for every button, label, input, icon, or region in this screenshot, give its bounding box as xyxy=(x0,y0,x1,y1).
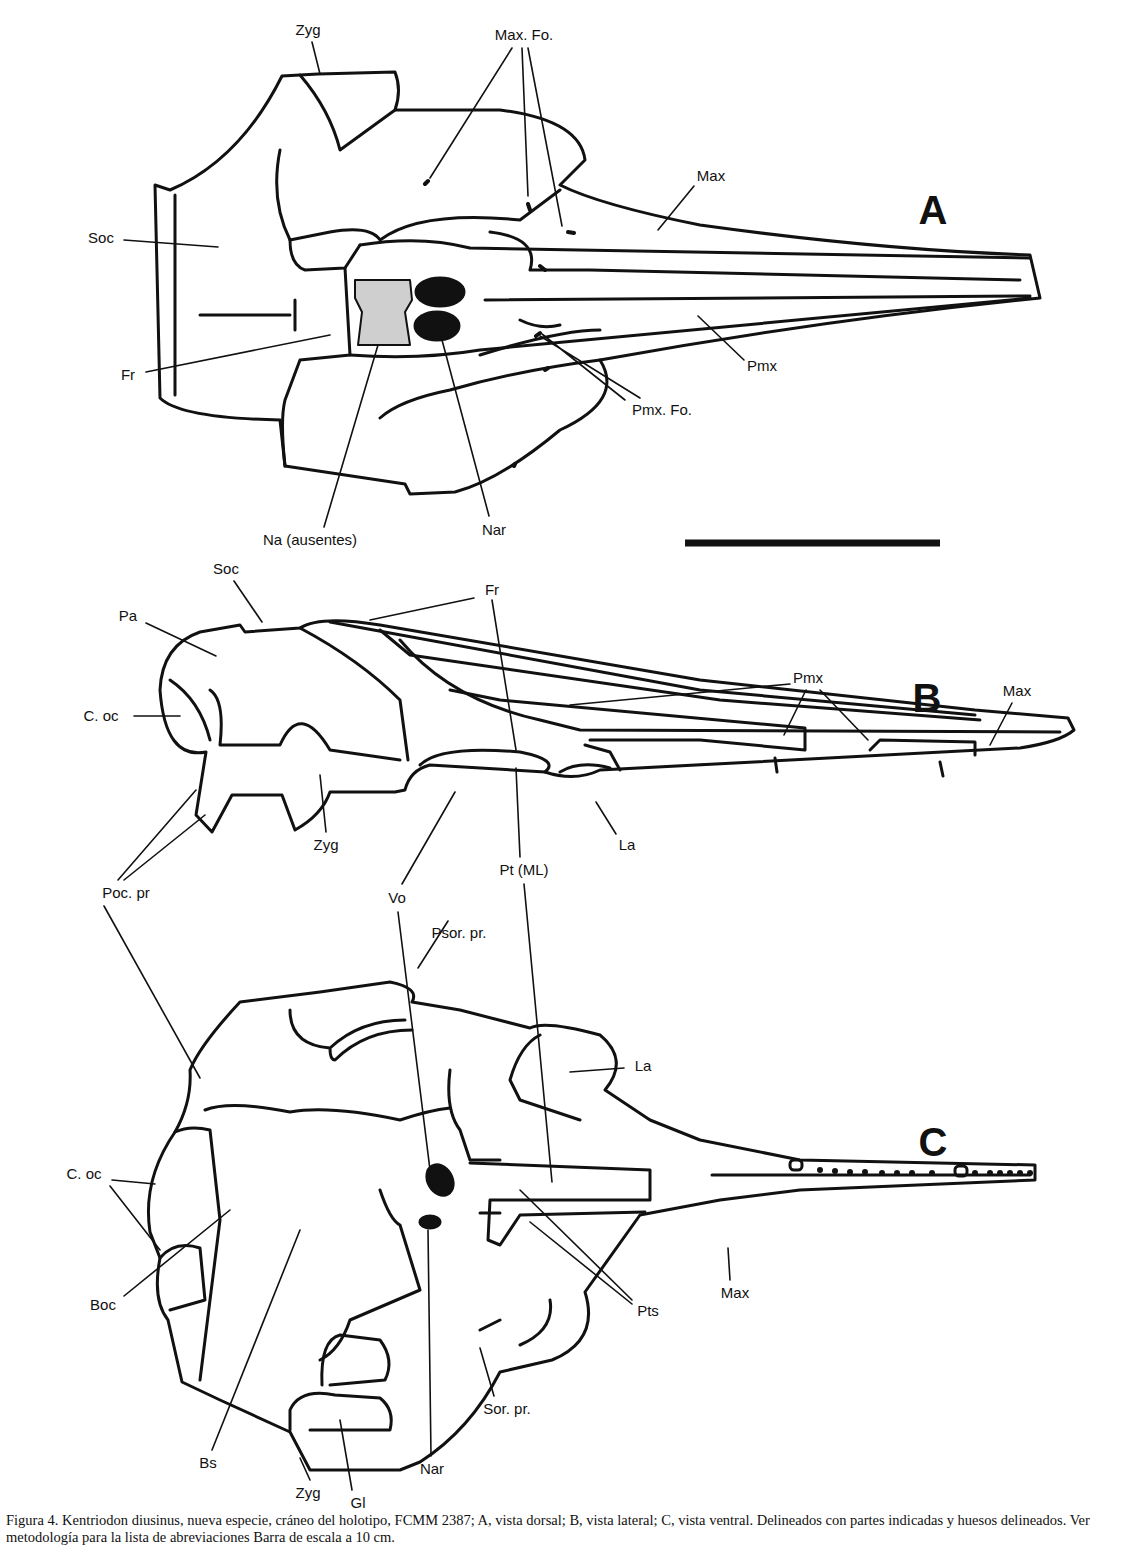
part-label: Fr xyxy=(121,367,135,384)
panel-letter: B xyxy=(913,676,942,720)
part-label: Zyg xyxy=(295,1485,320,1502)
part-label: Pmx. Fo. xyxy=(632,402,692,419)
part-label: Max. Fo. xyxy=(495,27,553,44)
part-label: Max xyxy=(721,1285,749,1302)
part-label: Pts xyxy=(637,1303,659,1320)
ventral-view xyxy=(148,982,1035,1470)
part-label: Gl xyxy=(351,1495,366,1512)
part-label: C. oc xyxy=(66,1166,101,1183)
panel-letter: A xyxy=(919,188,948,232)
part-label: Na (ausentes) xyxy=(263,532,357,549)
part-label: Psor. pr. xyxy=(431,925,486,942)
part-label: Pa xyxy=(119,608,137,625)
panel-letter: C xyxy=(919,1120,948,1164)
lateral-view xyxy=(160,621,1074,832)
part-label: Max xyxy=(1003,683,1031,700)
dorsal-view xyxy=(155,72,1040,543)
part-label: La xyxy=(619,837,636,854)
part-label: Vo xyxy=(388,890,406,907)
part-label: La xyxy=(635,1058,652,1075)
part-label: Pt (ML) xyxy=(499,862,548,879)
part-label: Pmx xyxy=(747,358,777,375)
part-label: Fr xyxy=(485,582,499,599)
part-label: Bs xyxy=(199,1455,217,1472)
part-label: Zyg xyxy=(295,22,320,39)
part-label: Nar xyxy=(420,1461,444,1478)
part-label: Pmx xyxy=(793,670,823,687)
part-label: Soc xyxy=(213,561,239,578)
part-label: Soc xyxy=(88,230,114,247)
part-label: Zyg xyxy=(313,837,338,854)
leader-lines xyxy=(104,42,1012,1490)
part-label: C. oc xyxy=(83,708,118,725)
figure-caption: Figura 4. Kentriodon diusinus, nueva esp… xyxy=(6,1512,1114,1547)
part-label: Sor. pr. xyxy=(483,1401,531,1418)
part-label: Boc xyxy=(90,1297,116,1314)
part-label: Max xyxy=(697,168,725,185)
part-label: Nar xyxy=(482,522,506,539)
part-label: Poc. pr xyxy=(102,885,150,902)
